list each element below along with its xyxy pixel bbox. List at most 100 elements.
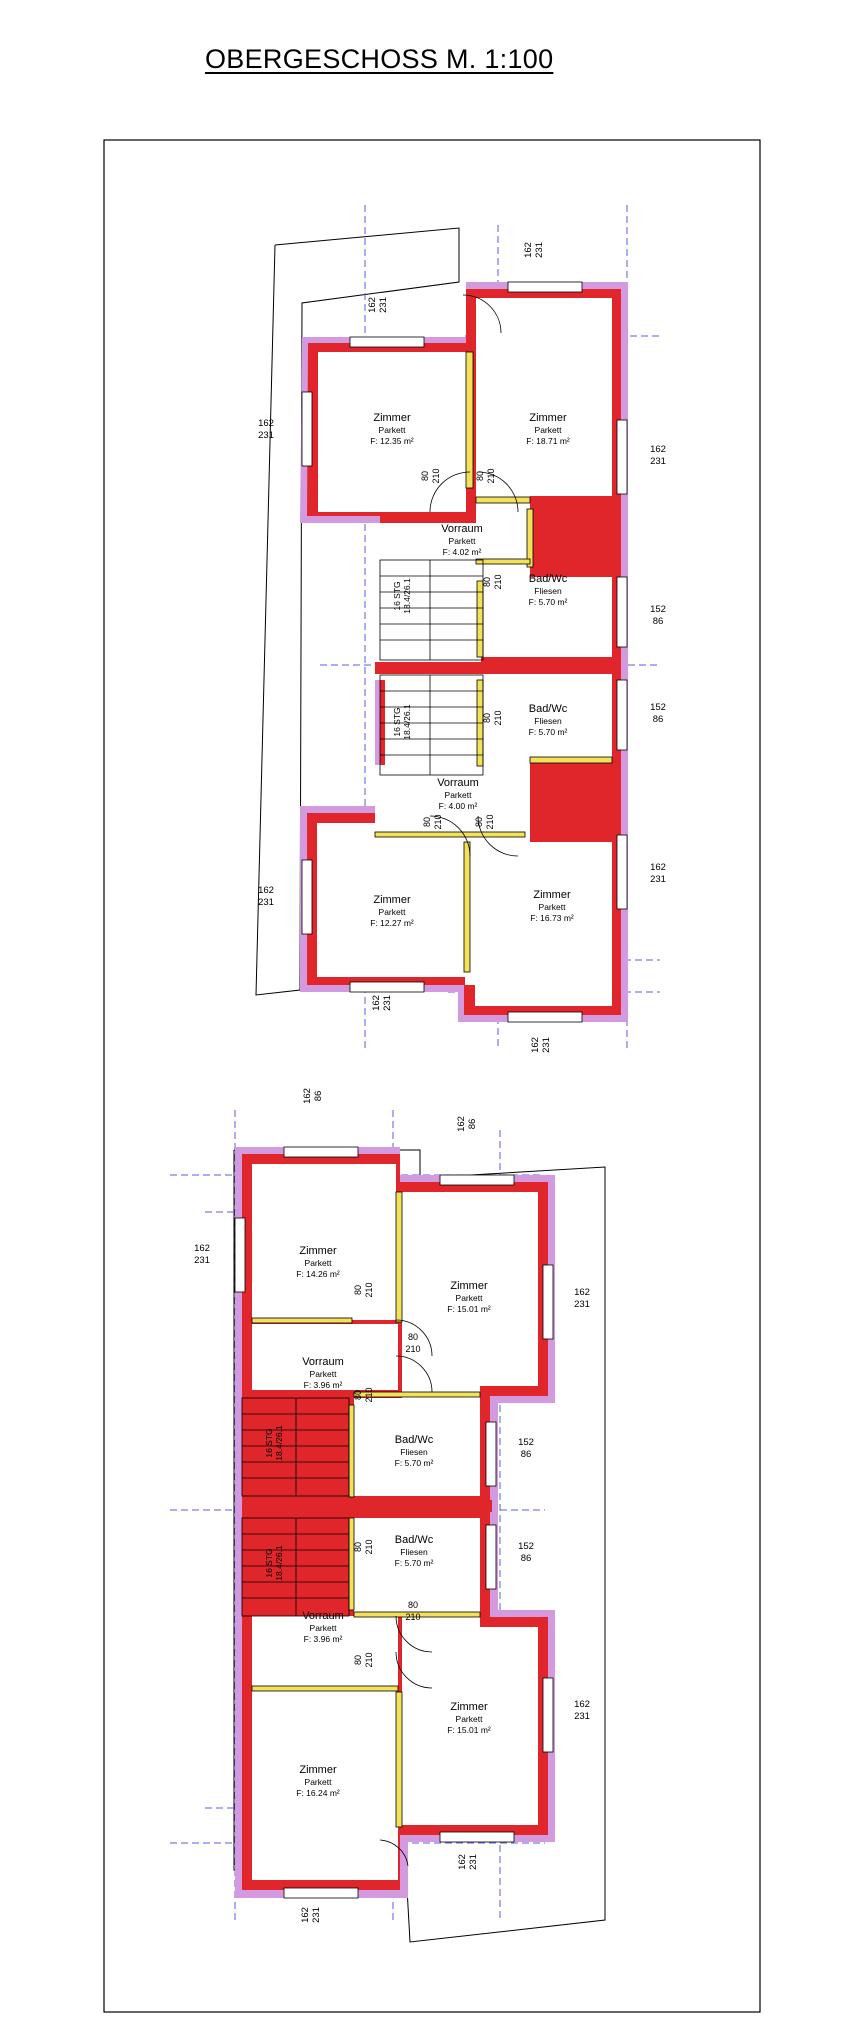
svg-text:162: 162 bbox=[258, 418, 274, 429]
window-dimension: 162 231 bbox=[530, 1037, 552, 1053]
svg-text:210: 210 bbox=[364, 1539, 374, 1554]
room-name: Zimmer bbox=[373, 412, 411, 424]
svg-text:210: 210 bbox=[493, 574, 503, 589]
room-area: F: 3.96 m² bbox=[304, 1634, 343, 1644]
window-dimension: 152 86 bbox=[650, 604, 666, 627]
svg-text:162: 162 bbox=[530, 1037, 541, 1053]
room-area: F: 5.70 m² bbox=[395, 1458, 434, 1468]
svg-text:231: 231 bbox=[541, 1037, 552, 1053]
room-area: F: 5.70 m² bbox=[395, 1558, 434, 1568]
stair-label: 16 STG 18.4/26.1 bbox=[392, 704, 412, 740]
window-dimension: 162 231 bbox=[194, 1243, 210, 1266]
room-floor: Parkett bbox=[535, 425, 563, 435]
svg-text:86: 86 bbox=[313, 1091, 324, 1102]
site-boundary bbox=[255, 227, 460, 996]
room-floor: Parkett bbox=[456, 1293, 484, 1303]
window-dimension: 162 231 bbox=[300, 1907, 322, 1923]
svg-text:162: 162 bbox=[302, 1088, 313, 1104]
drawing-title: OBERGESCHOSS M. 1:100 bbox=[205, 44, 554, 74]
room-label: Vorraum Parkett F: 3.96 m² bbox=[302, 1356, 344, 1390]
room-label: Zimmer Parkett F: 12.27 m² bbox=[370, 894, 414, 928]
room-name: Zimmer bbox=[450, 1701, 488, 1713]
room-floor: Parkett bbox=[445, 790, 473, 800]
svg-text:18.4/26.1: 18.4/26.1 bbox=[402, 578, 412, 614]
svg-text:18.4/26.1: 18.4/26.1 bbox=[274, 1545, 284, 1581]
room-label: Bad/Wc Fliesen F: 5.70 m² bbox=[529, 703, 568, 737]
svg-text:162: 162 bbox=[456, 1116, 467, 1132]
upper-building bbox=[255, 205, 660, 1050]
window-dimension: 152 86 bbox=[518, 1541, 534, 1564]
room-name: Zimmer bbox=[529, 412, 567, 424]
room-label: Vorraum Parkett F: 4.00 m² bbox=[437, 777, 479, 811]
room-floor: Fliesen bbox=[534, 716, 562, 726]
room-floor: Parkett bbox=[379, 425, 407, 435]
svg-text:80: 80 bbox=[353, 1390, 363, 1400]
svg-text:86: 86 bbox=[521, 1553, 532, 1564]
svg-text:231: 231 bbox=[650, 456, 666, 467]
room-name: Zimmer bbox=[299, 1764, 337, 1776]
svg-text:210: 210 bbox=[431, 468, 441, 483]
svg-text:210: 210 bbox=[493, 710, 503, 725]
window-dimension: 162 231 bbox=[258, 885, 274, 908]
room-area: F: 3.96 m² bbox=[304, 1380, 343, 1390]
door-dimension: 80 210 bbox=[353, 1652, 374, 1667]
svg-text:231: 231 bbox=[534, 242, 545, 258]
room-name: Zimmer bbox=[450, 1280, 488, 1292]
sheet-frame bbox=[103, 139, 761, 2013]
room-label: Zimmer Parkett F: 15.01 m² bbox=[447, 1701, 491, 1735]
svg-text:231: 231 bbox=[574, 1711, 590, 1722]
svg-text:152: 152 bbox=[650, 702, 666, 713]
room-label: Zimmer Parkett F: 15.01 m² bbox=[447, 1280, 491, 1314]
svg-text:162: 162 bbox=[574, 1287, 590, 1298]
svg-text:86: 86 bbox=[653, 616, 664, 627]
room-name: Vorraum bbox=[302, 1610, 344, 1622]
window-dimension: 162 231 bbox=[574, 1699, 590, 1722]
room-floor: Fliesen bbox=[400, 1547, 428, 1557]
svg-text:80: 80 bbox=[475, 471, 485, 481]
door-dimension: 80 210 bbox=[405, 1332, 420, 1354]
svg-text:210: 210 bbox=[405, 1344, 420, 1354]
room-name: Vorraum bbox=[441, 523, 483, 535]
door-dimension: 80 210 bbox=[482, 710, 503, 725]
stair-label: 16 STG 18.4/26.1 bbox=[392, 578, 412, 614]
svg-text:210: 210 bbox=[405, 1612, 420, 1622]
window-dimension: 152 86 bbox=[650, 702, 666, 725]
room-floor: Parkett bbox=[539, 902, 567, 912]
window-dimension: 162 231 bbox=[457, 1854, 479, 1870]
door-dimension: 80 210 bbox=[420, 468, 441, 483]
svg-text:80: 80 bbox=[353, 1542, 363, 1552]
room-area: F: 12.27 m² bbox=[370, 918, 414, 928]
room-name: Bad/Wc bbox=[529, 703, 568, 715]
svg-text:152: 152 bbox=[518, 1437, 534, 1448]
svg-text:210: 210 bbox=[364, 1652, 374, 1667]
window-dimension: 162 86 bbox=[302, 1088, 324, 1104]
svg-text:16 STG: 16 STG bbox=[264, 1548, 274, 1577]
room-name: Zimmer bbox=[373, 894, 411, 906]
svg-text:162: 162 bbox=[650, 862, 666, 873]
svg-text:162: 162 bbox=[457, 1854, 468, 1870]
svg-text:162: 162 bbox=[523, 242, 534, 258]
room-floor: Parkett bbox=[310, 1623, 338, 1633]
svg-text:231: 231 bbox=[382, 995, 393, 1011]
svg-text:16 STG: 16 STG bbox=[392, 581, 402, 610]
room-floor: Parkett bbox=[305, 1258, 333, 1268]
window-dimension: 162 231 bbox=[574, 1287, 590, 1310]
svg-text:231: 231 bbox=[468, 1854, 479, 1870]
room-area: F: 15.01 m² bbox=[447, 1304, 491, 1314]
room-area: F: 4.02 m² bbox=[443, 547, 482, 557]
room-area: F: 18.71 m² bbox=[526, 436, 570, 446]
window-dimension: 162 231 bbox=[523, 242, 545, 258]
svg-text:80: 80 bbox=[422, 817, 432, 827]
room-name: Bad/Wc bbox=[395, 1434, 434, 1446]
svg-text:210: 210 bbox=[364, 1387, 374, 1402]
door-dimension: 80 210 bbox=[475, 468, 496, 483]
room-floor: Parkett bbox=[305, 1777, 333, 1787]
door-dimension: 80 210 bbox=[482, 574, 503, 589]
svg-text:210: 210 bbox=[433, 814, 443, 829]
svg-text:16 STG: 16 STG bbox=[392, 707, 402, 736]
svg-text:162: 162 bbox=[300, 1907, 311, 1923]
stair-label: 16 STG 18.4/26.1 bbox=[264, 1545, 284, 1581]
room-floor: Parkett bbox=[310, 1369, 338, 1379]
svg-text:162: 162 bbox=[371, 995, 382, 1011]
